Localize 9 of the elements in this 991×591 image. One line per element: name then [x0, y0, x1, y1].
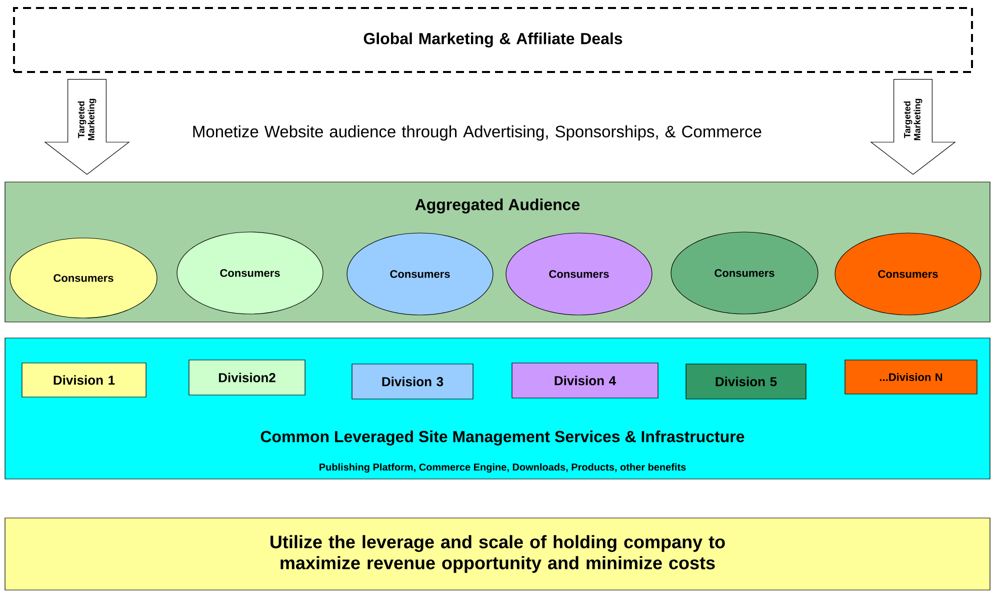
division-box: Division2: [188, 360, 306, 396]
division-box: ...Division N: [844, 360, 978, 394]
division-box: Division 3: [352, 364, 474, 400]
division-box: Division 5: [686, 364, 806, 400]
division-box: Division 1: [22, 362, 146, 398]
summary-box: Utilize the leverage and scale of holding company to maximize revenue opportunity and minimize costs: [4, 518, 990, 590]
dashed-box: Global Marketing & Affiliate Deals: [13, 7, 973, 73]
division-box: Division 4: [512, 362, 658, 398]
caption-text: Monetize Website audience through Advertising, Sponsorships, & Commerce: [193, 125, 762, 141]
